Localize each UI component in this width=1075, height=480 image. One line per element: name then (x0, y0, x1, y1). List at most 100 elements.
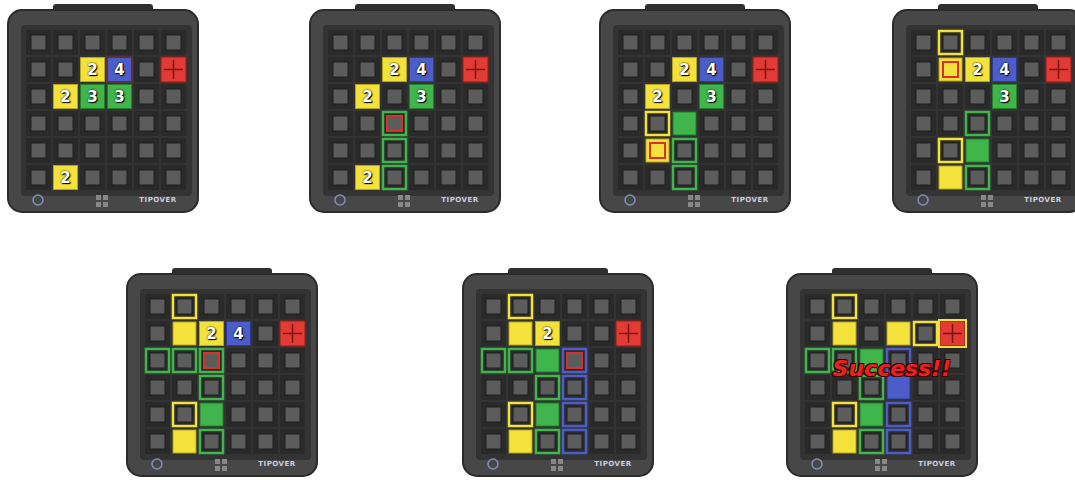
crate-tile: 3 (107, 84, 132, 109)
target-cell (1046, 57, 1071, 82)
cell-button (810, 353, 825, 368)
cell-button (758, 116, 773, 131)
cell-button (150, 299, 165, 314)
logo-mark (103, 195, 108, 200)
grid-cell (726, 30, 751, 55)
cell-button (621, 434, 636, 449)
cell-button (810, 326, 825, 341)
fallen-crate (860, 403, 883, 426)
cell-button (360, 35, 375, 50)
logo-mark (981, 195, 986, 200)
grid-cell (382, 138, 407, 163)
crate-height: 4 (706, 61, 716, 79)
grid-cell (355, 57, 380, 82)
grid-cell (226, 348, 251, 373)
cell-button (112, 143, 127, 158)
grid-cell (134, 111, 159, 136)
logo-mark (695, 195, 700, 200)
cell-button (677, 143, 692, 158)
cell-button (414, 170, 429, 185)
cell-button (58, 62, 73, 77)
grid-cell (481, 348, 506, 373)
cell-button (1024, 170, 1039, 185)
grid-cell (562, 402, 587, 427)
cell-button (943, 143, 958, 158)
fallen-crate (173, 322, 196, 345)
logo-mark (215, 459, 220, 464)
grid-cell (409, 111, 434, 136)
cell-button (258, 434, 273, 449)
cell-button (621, 353, 636, 368)
cell-button (31, 143, 46, 158)
grid-cell (699, 30, 724, 55)
grid-cell (436, 111, 461, 136)
fallen-crate (200, 403, 223, 426)
crate-tile: 2 (199, 321, 224, 346)
grid-cell (280, 294, 305, 319)
cell-button (58, 143, 73, 158)
grid-cell (463, 165, 488, 190)
maker-logo (33, 195, 43, 205)
cell-button (758, 89, 773, 104)
grid-cell (616, 429, 641, 454)
grid-cell (699, 111, 724, 136)
grid-cell (616, 294, 641, 319)
grid-cell (992, 165, 1017, 190)
cell-button (731, 143, 746, 158)
cell-button (677, 170, 692, 185)
grid-cell (53, 138, 78, 163)
grid-cell (172, 402, 197, 427)
grid-cell (1019, 84, 1044, 109)
logo-mark (222, 466, 227, 471)
fallen-crate (563, 376, 586, 399)
grid-cell (161, 165, 186, 190)
grid-cell (859, 321, 884, 346)
grid-cell (172, 348, 197, 373)
cell-button (650, 116, 665, 131)
crate-outline (939, 320, 966, 347)
grid-cell (589, 321, 614, 346)
cell-button (810, 434, 825, 449)
fallen-crate (887, 430, 910, 453)
grid-cell (280, 375, 305, 400)
cell-button (166, 116, 181, 131)
target-mark (756, 69, 775, 71)
cell-button (567, 353, 582, 368)
cell-button (31, 35, 46, 50)
crate-height: 2 (60, 169, 70, 187)
move-highlight (387, 116, 402, 131)
crate-height: 2 (362, 88, 372, 106)
grid-cell (859, 294, 884, 319)
fallen-crate (966, 139, 989, 162)
cell-button (139, 35, 154, 50)
grid-cell (328, 57, 353, 82)
maker-logo (625, 195, 635, 205)
logo-mark (558, 466, 563, 471)
grid-cell (253, 429, 278, 454)
grid-cell (145, 402, 170, 427)
cell-button (258, 380, 273, 395)
grid-cell (965, 30, 990, 55)
grid-cell (355, 30, 380, 55)
grid-cell (26, 57, 51, 82)
crate-tile: 3 (80, 84, 105, 109)
move-highlight (567, 353, 582, 368)
cell-button (731, 35, 746, 50)
cell-button (513, 407, 528, 422)
cell-button (177, 380, 192, 395)
grid-frame (800, 289, 971, 460)
logo-mark (882, 459, 887, 464)
fallen-crate (966, 166, 989, 189)
grid-cell (382, 165, 407, 190)
grid-cell (805, 294, 830, 319)
fallen-crate (673, 166, 696, 189)
grid-cell (859, 429, 884, 454)
logo-mark (96, 202, 101, 207)
grid-cell (280, 429, 305, 454)
grid-cell (616, 402, 641, 427)
grid-cell (589, 429, 614, 454)
target-mark (1049, 69, 1068, 71)
cell-button (540, 299, 555, 314)
grid-cell (199, 402, 224, 427)
fallen-crate (646, 112, 669, 135)
